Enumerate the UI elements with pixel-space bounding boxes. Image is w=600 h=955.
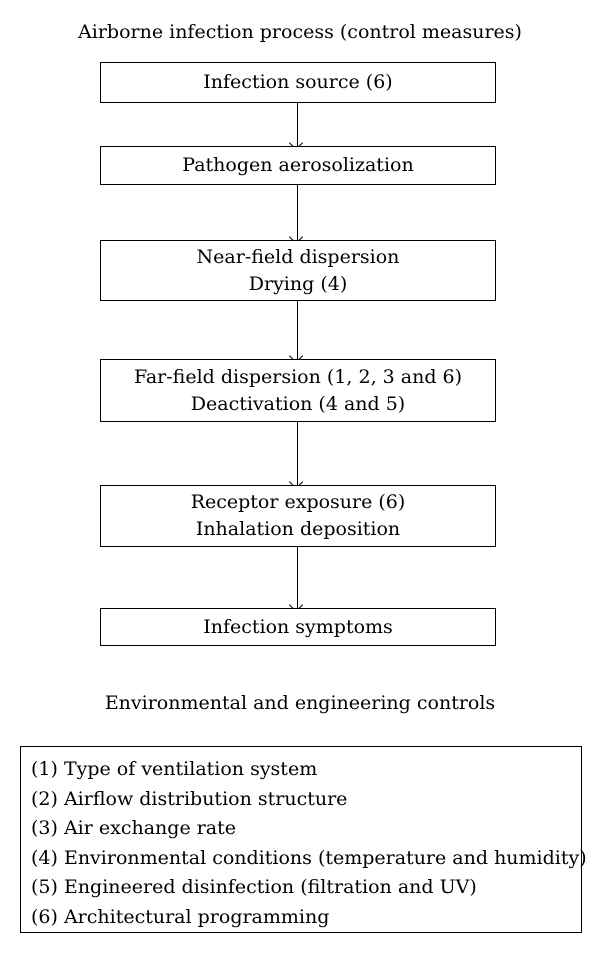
step-infection-source: Infection source (6) — [100, 62, 496, 103]
arrow-1 — [297, 103, 298, 147]
control-item-5: (5) Engineered disinfection (filtration … — [31, 876, 477, 898]
arrow-5 — [297, 547, 298, 609]
step-pathogen-aerosolization: Pathogen aerosolization — [100, 146, 496, 185]
step-receptor-exposure-line-2: Inhalation deposition — [195, 518, 401, 540]
step-receptor-exposure-line-1: Receptor exposure (6) — [190, 491, 406, 513]
step-infection-symptoms: Infection symptoms — [100, 608, 496, 646]
step-near-field-dispersion-line-2: Drying (4) — [248, 272, 348, 295]
step-near-field-dispersion: Near-field dispersion Drying (4) — [100, 240, 496, 301]
flow-title: Airborne infection process (control meas… — [78, 21, 522, 43]
control-item-3: (3) Air exchange rate — [31, 817, 237, 839]
step-infection-symptoms-label: Infection symptoms — [203, 615, 393, 638]
step-far-field-dispersion: Far-field dispersion (1, 2, 3 and 6) Dea… — [100, 359, 496, 422]
arrow-3 — [297, 301, 298, 360]
step-far-field-dispersion-line-1: Far-field dispersion (1, 2, 3 and 6) — [133, 365, 463, 388]
control-item-1: (1) Type of ventilation system — [31, 758, 318, 780]
controls-title: Environmental and engineering controls — [104, 692, 496, 714]
controls-legend-box: (1) Type of ventilation system (2) Airfl… — [20, 746, 587, 933]
control-item-2: (2) Airflow distribution structure — [31, 787, 348, 810]
step-receptor-exposure: Receptor exposure (6) Inhalation deposit… — [100, 485, 496, 547]
arrow-4 — [297, 422, 298, 486]
step-infection-source-label: Infection source (6) — [203, 71, 393, 93]
step-near-field-dispersion-line-1: Near-field dispersion — [196, 245, 400, 268]
control-item-4: (4) Environmental conditions (temperatur… — [31, 846, 587, 869]
arrow-2 — [297, 185, 298, 241]
step-pathogen-aerosolization-label: Pathogen aerosolization — [182, 154, 414, 176]
control-item-6: (6) Architectural programming — [31, 905, 330, 928]
step-far-field-dispersion-line-2: Deactivation (4 and 5) — [190, 392, 406, 415]
